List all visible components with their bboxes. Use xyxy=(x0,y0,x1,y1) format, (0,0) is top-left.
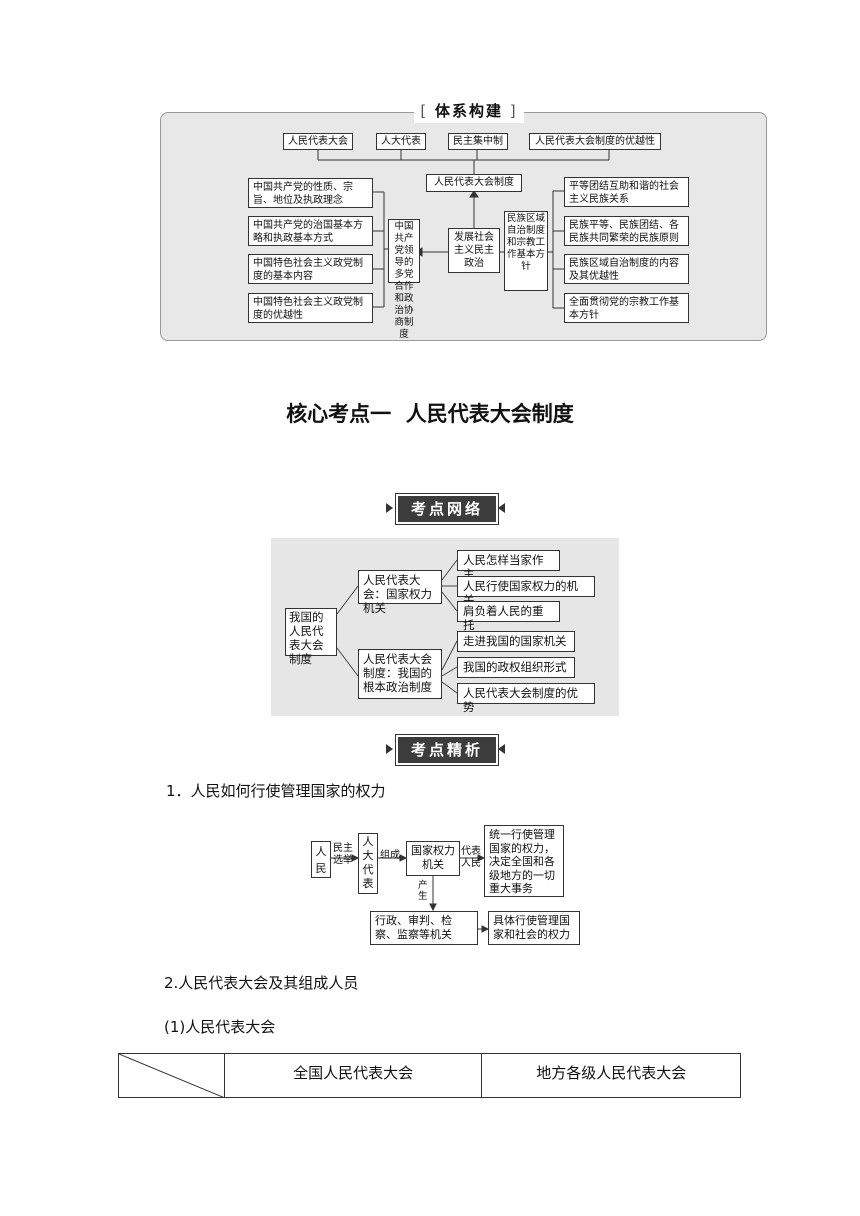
network-tag: 考点网络 xyxy=(386,493,506,525)
flow-people: 人民 xyxy=(311,841,331,878)
flow-connectors xyxy=(330,854,490,933)
flow-organ: 国家权力机关 xyxy=(406,841,460,876)
network-root: 我国的人民代表大会制度 xyxy=(285,608,337,666)
network-leaf: 我国的政权组织形式 xyxy=(457,657,575,678)
system-right-group: 民族区域自治制度和宗教工作基本方针 xyxy=(504,211,548,291)
heading-1: 1．人民如何行使管理国家的权力 xyxy=(166,782,386,800)
system-top-item: 人民代表大会制度的优越性 xyxy=(529,133,661,150)
table-header-cell: 地方各级人民代表大会 xyxy=(481,1053,741,1098)
system-left-item: 中国特色社会主义政党制度的基本内容 xyxy=(248,254,373,284)
network-leaf: 走进我国的国家机关 xyxy=(457,631,575,652)
flow-represent-label: 代表人民 xyxy=(461,846,481,869)
system-center: 人民代表大会制度 xyxy=(426,174,522,192)
system-left-item: 中国共产党的性质、宗旨、地位及执政理念 xyxy=(248,178,373,208)
flow-others: 行政、审判、检察、监察等机关 xyxy=(370,911,478,945)
system-right-item: 民族区域自治制度的内容及其优越性 xyxy=(564,254,689,284)
system-connectors xyxy=(317,149,610,309)
section-title: 核心考点一 人民代表大会制度 xyxy=(286,402,574,426)
system-banner: [ 体系构建 ] xyxy=(414,99,524,123)
congress-table: 全国人民代表大会 地方各级人民代表大会 xyxy=(118,1053,741,1098)
flow-unified: 统一行使管理国家的权力，决定全国和各级地方的一切重大事务 xyxy=(484,825,564,897)
system-right-item: 平等团结互助和谐的社会主义民族关系 xyxy=(564,177,689,207)
system-right-item: 全面贯彻党的宗教工作基本方针 xyxy=(564,293,689,323)
network-leaf: 人民怎样当家作主 xyxy=(457,550,560,581)
system-top-item: 民主集中制 xyxy=(448,133,508,150)
system-left-item: 中国共产党的治国基本方略和执政基本方式 xyxy=(248,216,373,246)
heading-2: 2.人民代表大会及其组成人员 xyxy=(164,974,359,992)
network-leaf: 肩负着人民的重托 xyxy=(457,601,560,632)
table-row: 全国人民代表大会 地方各级人民代表大会 xyxy=(118,1053,741,1098)
flow-elect-label: 民主选举 xyxy=(333,843,353,866)
network-connectors xyxy=(336,559,458,694)
network-leaf: 人民行使国家权力的机关 xyxy=(457,576,595,607)
flow-produce-label: 产生 xyxy=(418,880,428,902)
diagonal-line xyxy=(119,1054,225,1098)
table-corner-cell xyxy=(118,1053,225,1098)
network-branch: 人民代表大会：国家权力机关 xyxy=(358,570,442,615)
table-header-cell: 全国人民代表大会 xyxy=(223,1053,483,1098)
system-top-item: 人大代表 xyxy=(376,133,426,150)
system-top-item: 人民代表大会 xyxy=(283,133,353,150)
network-tag-label: 考点网络 xyxy=(395,493,499,525)
network-leaf: 人民代表大会制度的优势 xyxy=(457,683,595,714)
analysis-tag-label: 考点精析 xyxy=(395,734,499,766)
flow-deputies: 人大代表 xyxy=(358,833,378,894)
analysis-tag: 考点精析 xyxy=(386,734,506,766)
system-middle: 发展社会主义民主政治 xyxy=(448,228,500,273)
flow-specific: 具体行使管理国家和社会的权力 xyxy=(488,911,580,945)
system-left-item: 中国特色社会主义政党制度的优越性 xyxy=(248,293,373,323)
heading-3: (1)人民代表大会 xyxy=(164,1018,276,1036)
system-right-item: 民族平等、民族团结、各民族共同繁荣的民族原则 xyxy=(564,216,689,246)
system-left-group: 中国共产党领导的多党合作和政治协商制度 xyxy=(388,219,420,340)
network-branch: 人民代表大会制度：我国的根本政治制度 xyxy=(358,649,442,699)
flow-form-label: 组成 xyxy=(380,850,400,861)
